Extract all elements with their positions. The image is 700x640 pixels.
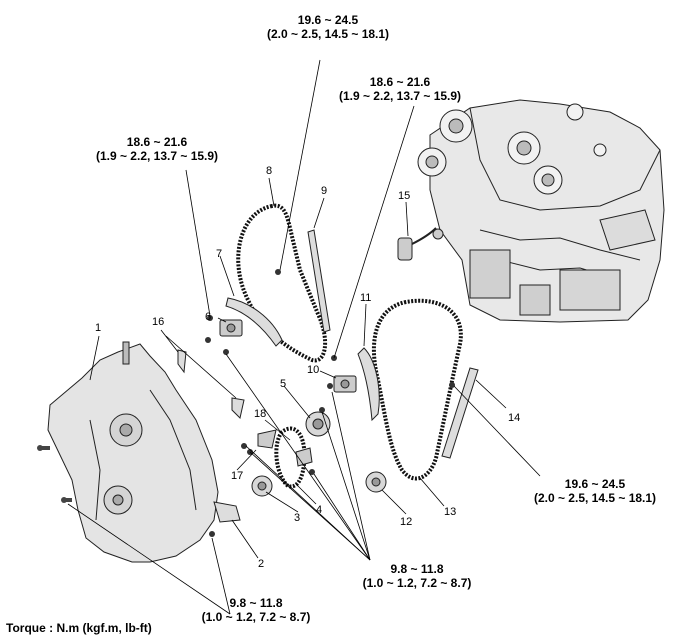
engine-block	[429, 99, 665, 323]
torque-callout: 9.8 ~ 11.8 (1.0 ~ 1.2, 7.2 ~ 8.7)	[191, 596, 321, 624]
torque-detail: (2.0 ~ 2.5, 14.5 ~ 18.1)	[266, 27, 390, 41]
torque-detail: (1.0 ~ 1.2, 7.2 ~ 8.7)	[362, 576, 472, 590]
part-number-15: 15	[398, 190, 411, 202]
torque-value: 9.8 ~ 11.8	[229, 596, 283, 610]
tensioner-arm-part-7	[225, 297, 283, 347]
tensioner-part-18	[295, 447, 313, 467]
timing-chain-part-8	[236, 203, 328, 363]
torque-callout: 18.6 ~ 21.6 (1.9 ~ 2.2, 13.7 ~ 15.9)	[82, 135, 232, 163]
torque-callout: 9.8 ~ 11.8 (1.0 ~ 1.2, 7.2 ~ 8.7)	[352, 562, 482, 590]
sprocket-part-5	[305, 411, 331, 437]
torque-units-footer: Torque : N.m (kgf.m, lb-ft)	[6, 621, 152, 635]
guide-part-17	[257, 429, 277, 449]
part-number-18: 18	[254, 408, 267, 420]
part-number-3: 3	[294, 512, 301, 524]
part-number-13: 13	[444, 506, 457, 518]
torque-value: 19.6 ~ 24.5	[297, 13, 359, 27]
part-number-2: 2	[258, 558, 265, 570]
part-number-11: 11	[360, 292, 372, 304]
dowel-part-16a	[177, 349, 187, 374]
chain-guide-part-9	[307, 229, 331, 333]
torque-detail: (1.9 ~ 2.2, 13.7 ~ 15.9)	[338, 89, 462, 103]
torque-value: 9.8 ~ 11.8	[390, 562, 444, 576]
torque-callout: 19.6 ~ 24.5 (2.0 ~ 2.5, 14.5 ~ 18.1)	[258, 13, 398, 41]
part-number-9: 9	[321, 185, 328, 197]
sprocket-part-12	[365, 471, 387, 493]
part-number-12: 12	[400, 516, 413, 528]
part-number-14: 14	[508, 412, 521, 424]
part-number-6: 6	[205, 311, 212, 323]
part-number-10: 10	[307, 364, 320, 376]
part-number-1: 1	[95, 322, 102, 334]
torque-detail: (2.0 ~ 2.5, 14.5 ~ 18.1)	[533, 491, 657, 505]
dowel-part-16b	[231, 397, 245, 419]
timing-chain-part-4	[274, 426, 307, 489]
part-number-5: 5	[280, 378, 287, 390]
part-number-17: 17	[231, 470, 244, 482]
cover-bolts	[37, 445, 72, 503]
torque-detail: (1.9 ~ 2.2, 13.7 ~ 15.9)	[95, 149, 219, 163]
part-number-8: 8	[266, 165, 273, 177]
part-number-16: 16	[152, 316, 165, 328]
torque-callout: 18.6 ~ 21.6 (1.9 ~ 2.2, 13.7 ~ 15.9)	[325, 75, 475, 103]
part-number-7: 7	[216, 248, 223, 260]
front-cover-part-1	[47, 341, 219, 563]
tensioner-part-6	[219, 319, 243, 337]
tensioner-part-10	[333, 375, 357, 393]
torque-callout: 19.6 ~ 24.5 (2.0 ~ 2.5, 14.5 ~ 18.1)	[520, 477, 670, 505]
sensor-part-15	[397, 227, 444, 261]
chain-guide-part-14	[441, 367, 479, 459]
torque-value: 19.6 ~ 24.5	[564, 477, 626, 491]
sprocket-part-3	[251, 475, 273, 497]
camshaft-sprockets	[417, 103, 607, 195]
torque-value: 18.6 ~ 21.6	[369, 75, 431, 89]
bracket-part-2	[213, 501, 241, 523]
leader-lines	[67, 59, 541, 615]
tensioner-arm-part-11	[357, 347, 380, 422]
torque-value: 18.6 ~ 21.6	[126, 135, 188, 149]
torque-detail: (1.0 ~ 1.2, 7.2 ~ 8.7)	[201, 610, 311, 624]
part-number-4: 4	[316, 504, 323, 516]
